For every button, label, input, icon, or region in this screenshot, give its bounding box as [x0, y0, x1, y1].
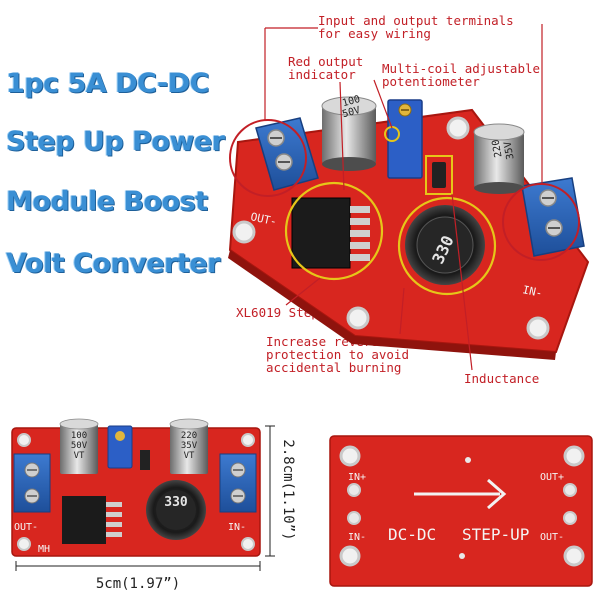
title-line-4: Volt Converter [6, 248, 220, 279]
xl6019-chip [291, 197, 370, 269]
silk-out-minus: OUT- [540, 532, 564, 543]
mount-hole [346, 306, 370, 330]
front-board: 100 50V VT 220 35V VT 330 OUT- IN- MH [11, 418, 261, 557]
potentiometer [387, 99, 423, 179]
cap-label: 50V [341, 105, 361, 120]
title-line-2: Step Up Power [6, 126, 225, 157]
inductor-330: 330 [405, 205, 485, 285]
cap-label: 100 [341, 94, 361, 109]
annotation-markers [229, 24, 580, 371]
cap-label: 50V [71, 441, 88, 451]
silk-mh-label: MH [38, 544, 50, 555]
silk-in-label: IN- [228, 522, 246, 533]
output-terminal-block [521, 177, 585, 257]
dimension-markers [15, 425, 275, 571]
capacitor-220uf: 220 35V [473, 123, 525, 194]
annotation-red-led: Red output indicator [288, 54, 364, 82]
silk-out-label: OUT- [249, 210, 278, 228]
capacitor-100uf: 100 50V [321, 94, 377, 171]
cap-label: 220 [181, 431, 197, 441]
title-line-3: Module Boost [6, 186, 208, 217]
inductor-label: 330 [164, 495, 188, 510]
cap-label: VT [74, 451, 85, 461]
mount-hole [446, 116, 470, 140]
silk-out-label: OUT- [14, 522, 38, 533]
silk-in-minus: IN- [348, 532, 366, 543]
cap-label: 35V [181, 441, 198, 451]
silk-stepup: STEP-UP [462, 525, 529, 544]
cap-label: VT [184, 451, 195, 461]
annotation-inductance: Inductance [464, 371, 540, 386]
annotation-potentiometer: Multi-coil adjustable potentiometer [382, 61, 541, 89]
silk-in-plus: IN+ [348, 472, 366, 483]
width-dimension: 5cm(1.97”) [96, 576, 180, 592]
silk-dcdc: DC-DC [388, 525, 436, 544]
cap-label: 220 [491, 139, 505, 159]
cap-label: 35V [503, 141, 517, 161]
title-line-1: 1pc 5A DC-DC [6, 68, 209, 99]
back-board: IN+ OUT+ IN- OUT- DC-DC STEP-UP [329, 435, 593, 587]
silk-in-label: IN- [521, 283, 543, 300]
height-dimension: 2.8cm(1.10”) [280, 439, 296, 540]
cap-label: 100 [71, 431, 87, 441]
diode [432, 162, 446, 188]
annotation-terminals: Input and output terminals for easy wiri… [318, 13, 514, 41]
main-board: 100 50V 220 35V [228, 94, 590, 360]
mount-hole [232, 220, 256, 244]
silk-out-plus: OUT+ [540, 472, 564, 483]
mount-hole [526, 316, 550, 340]
